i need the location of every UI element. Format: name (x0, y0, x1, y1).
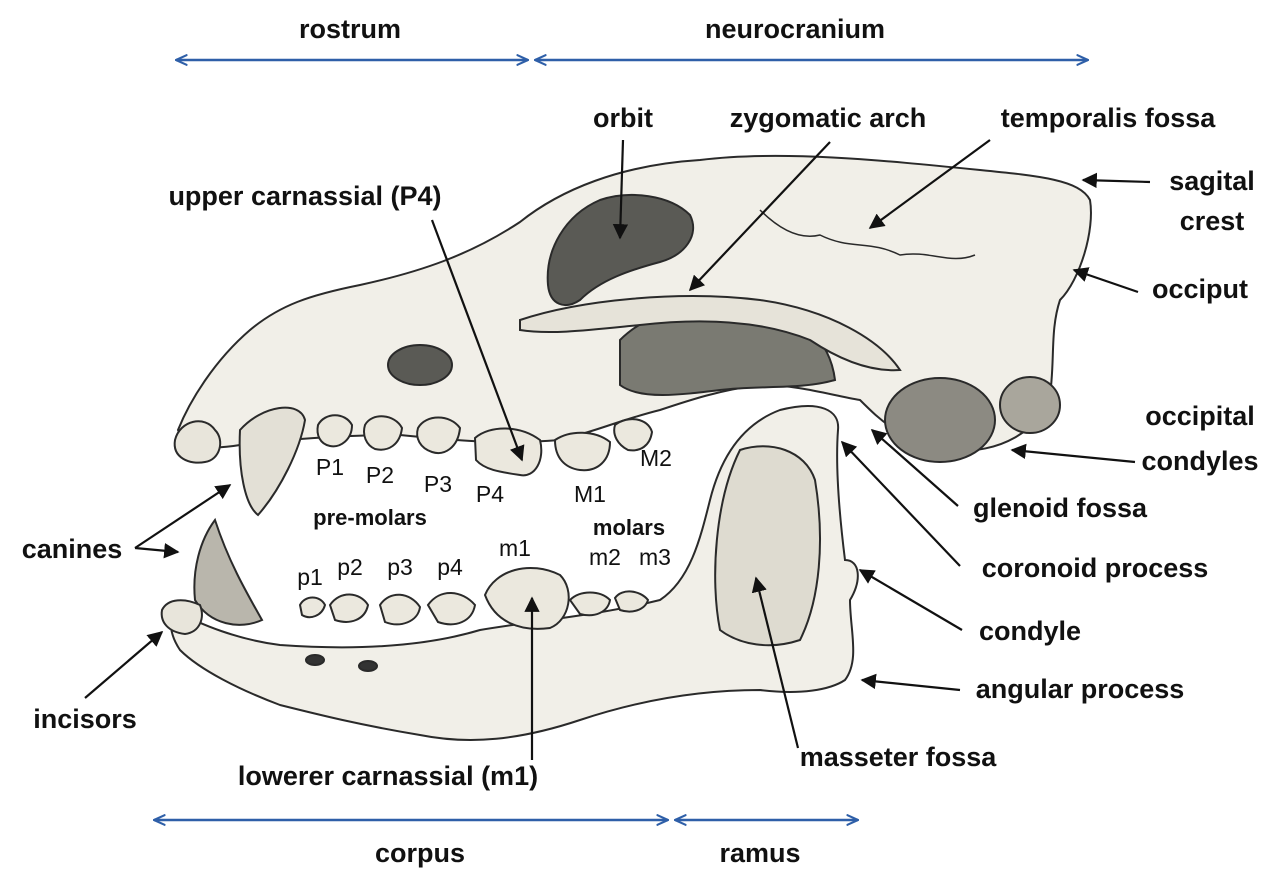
masseter-leader (751, 576, 800, 749)
condyle-shape (999, 376, 1061, 434)
tooth-label-upper: P3 (424, 471, 452, 497)
orbit-shape (546, 194, 695, 306)
tooth-label-upper: M2 (640, 445, 672, 471)
coronoid-leader (840, 440, 961, 567)
region-label-ramus: ramus (719, 838, 800, 868)
label-masseter-fossa: masseter fossa (800, 742, 998, 772)
upper-incisors (173, 420, 222, 464)
zygomatic-leader (688, 141, 831, 292)
label-temporalis-fossa: temporalis fossa (1001, 103, 1217, 133)
tooth-labels: P1 P2 P3 P4 M1 M2 p1 p2 p3 p4 m1 m2 m3 (297, 445, 672, 590)
tooth-label-upper: M1 (574, 481, 606, 507)
tooth-label-lower: p4 (437, 554, 463, 580)
label-lower-carnassial: lowerer carnassial (m1) (238, 761, 538, 791)
label-occipital-line1: occipital (1145, 401, 1255, 431)
tooth-label-lower: p3 (387, 554, 413, 580)
glenoid-leader (870, 428, 959, 507)
lower-incisors (160, 599, 203, 636)
tooth-label-lower: p1 (297, 564, 323, 590)
label-angular-process: angular process (976, 674, 1185, 704)
label-zygomatic-arch: zygomatic arch (730, 103, 927, 133)
label-incisors: incisors (33, 704, 137, 734)
occipital-condyles-leader (1010, 443, 1136, 464)
label-upper-carnassial: upper carnassial (P4) (168, 181, 441, 211)
label-glenoid-fossa: glenoid fossa (973, 493, 1148, 523)
region-label-rostrum: rostrum (299, 14, 401, 44)
incisors-leader (84, 630, 164, 699)
tooth-label-lower: m3 (639, 544, 671, 570)
mental-foramen-1 (305, 654, 325, 666)
region-label-neurocranium: neurocranium (705, 14, 885, 44)
condyle-leader (858, 569, 963, 631)
leader-arrows (84, 139, 1151, 760)
suture-lines (759, 209, 976, 260)
label-sagital-line2: crest (1180, 206, 1245, 236)
tooth-label-upper: P4 (476, 481, 504, 507)
lower-canine (193, 517, 264, 626)
label-condyle: condyle (979, 616, 1081, 646)
lower-teeth (298, 566, 650, 630)
sagital-leader (1081, 172, 1151, 189)
anatomy-labels: orbit zygomatic arch temporalis fossa sa… (22, 103, 1259, 791)
label-molars: molars (593, 515, 665, 540)
region-arrows (154, 60, 1088, 820)
label-coronoid-process: coronoid process (982, 553, 1209, 583)
angular-leader (860, 673, 961, 692)
label-occiput: occiput (1152, 274, 1248, 304)
occiput-leader (1072, 267, 1139, 294)
label-occipital-line2: condyles (1141, 446, 1258, 476)
tooth-label-upper: P2 (366, 462, 394, 488)
upper-teeth (316, 414, 654, 477)
bulla-shape (884, 377, 996, 463)
upper-carnassial-leader (430, 219, 525, 462)
tooth-label-upper: P1 (316, 454, 344, 480)
region-label-corpus: corpus (375, 838, 465, 868)
tooth-label-lower: m2 (589, 544, 621, 570)
canines-leader-lower (134, 543, 180, 559)
temporalis-leader (868, 139, 991, 229)
nasal-fossa (387, 344, 453, 386)
upper-canine (238, 406, 307, 517)
tooth-label-lower: m1 (499, 535, 531, 561)
tooth-label-lower: p2 (337, 554, 363, 580)
label-pre-molars: pre-molars (313, 505, 427, 530)
masseter-shading (714, 445, 821, 647)
orbit-leader (612, 139, 629, 240)
zygomatic-shape (519, 295, 902, 372)
skull-illustration (160, 154, 1092, 741)
mental-foramen-2 (358, 660, 378, 672)
label-canines: canines (22, 534, 123, 564)
label-sagital-line1: sagital (1169, 166, 1255, 196)
label-orbit: orbit (593, 103, 653, 133)
canines-leader-upper (134, 484, 232, 549)
